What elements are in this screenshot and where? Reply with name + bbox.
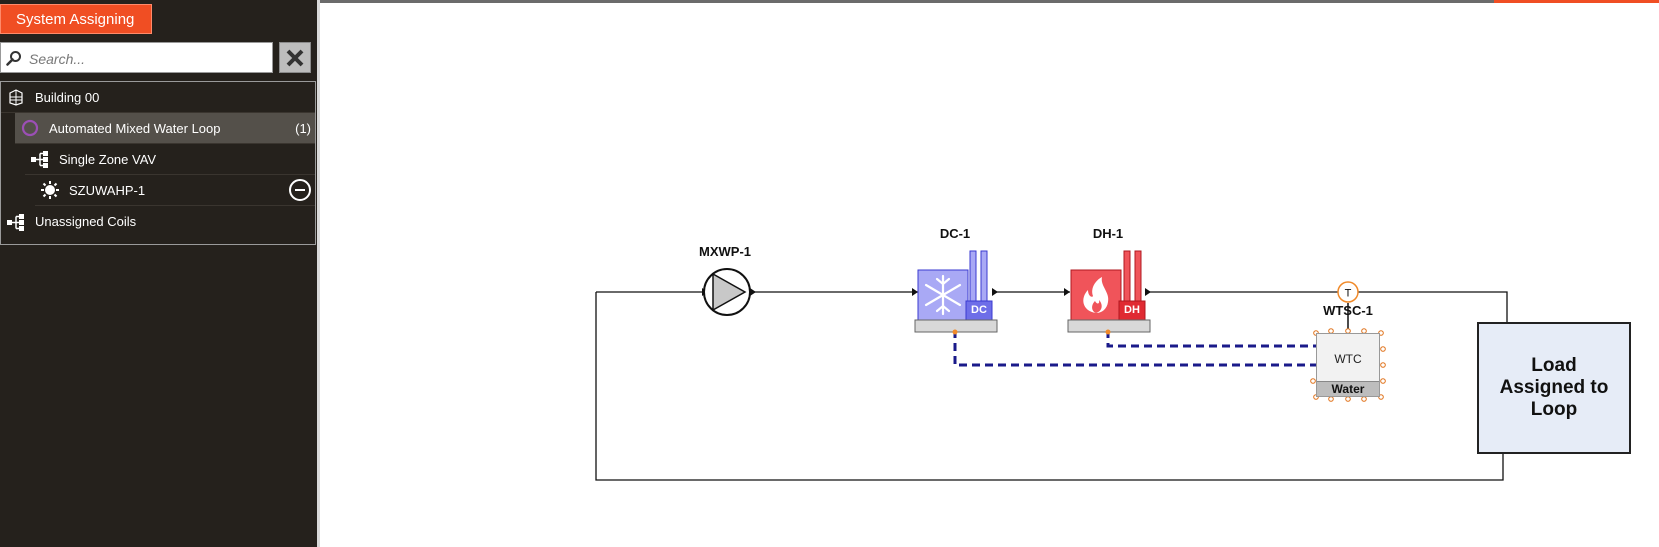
system-branch-icon xyxy=(5,211,27,233)
pipe-to-load xyxy=(1358,291,1508,322)
pump-symbol[interactable] xyxy=(703,268,751,316)
system-assigning-panel: System Assigning Building 00 Automated M… xyxy=(0,0,317,547)
snowflake-icon xyxy=(924,274,962,316)
flame-icon xyxy=(1083,277,1109,313)
heater-label: DH-1 xyxy=(1092,226,1124,241)
tree-item-water-loop[interactable]: Automated Mixed Water Loop (1) xyxy=(15,113,315,144)
loop-icon xyxy=(19,117,41,139)
tree-item-label: Building 00 xyxy=(35,89,100,105)
system-branch-icon xyxy=(29,148,51,170)
search-icon xyxy=(6,51,21,66)
cooler-label: DC-1 xyxy=(939,226,971,241)
tree-item-single-zone-vav[interactable]: Single Zone VAV xyxy=(25,144,315,175)
top-border xyxy=(0,0,1659,3)
top-accent-bar xyxy=(1494,0,1659,3)
tree-item-label: Automated Mixed Water Loop xyxy=(49,120,221,136)
sidebar-divider xyxy=(317,0,320,547)
tree-item-szuwahp-1[interactable]: SZUWAHP-1 xyxy=(35,175,315,206)
remove-unit-button[interactable] xyxy=(289,179,311,201)
sensor-letter: T xyxy=(1345,288,1352,300)
load-text: Load Assigned to Loop xyxy=(1499,355,1609,420)
pump-label: MXWP-1 xyxy=(699,244,751,259)
clear-search-button[interactable] xyxy=(279,42,311,73)
tree-item-building[interactable]: Building 00 xyxy=(1,82,315,113)
assigned-count: (1) xyxy=(295,120,311,136)
search-input[interactable] xyxy=(27,46,271,71)
building-icon xyxy=(5,86,27,108)
control-line-cooler xyxy=(953,330,1316,367)
close-icon xyxy=(286,49,304,66)
district-heater-symbol[interactable] xyxy=(1067,250,1151,333)
temperature-sensor[interactable]: T xyxy=(1337,281,1359,303)
tree-item-unassigned-coils[interactable]: Unassigned Coils xyxy=(1,206,315,237)
control-line-heater xyxy=(1106,330,1316,348)
system-tree: Building 00 Automated Mixed Water Loop (… xyxy=(0,81,316,245)
controller-box-text: WTC xyxy=(1334,352,1362,366)
cooler-tag: DC xyxy=(971,304,987,316)
tree-item-label: Unassigned Coils xyxy=(35,214,137,229)
tree-item-label: SZUWAHP-1 xyxy=(69,182,146,198)
controller-label: WTSC-1 xyxy=(1323,303,1373,318)
panel-title-tab[interactable]: System Assigning xyxy=(0,4,152,34)
heater-tag: DH xyxy=(1124,304,1140,316)
unit-gear-icon xyxy=(39,179,61,201)
controller-footer: Water xyxy=(1317,381,1379,396)
water-temp-controller[interactable]: WTC Water xyxy=(1316,333,1380,397)
search-box[interactable] xyxy=(0,42,273,73)
district-cooler-symbol[interactable] xyxy=(914,250,998,333)
tree-item-label: Single Zone VAV xyxy=(59,151,157,167)
load-block[interactable]: Load Assigned to Loop xyxy=(1477,322,1631,454)
return-pipe xyxy=(595,292,1504,481)
